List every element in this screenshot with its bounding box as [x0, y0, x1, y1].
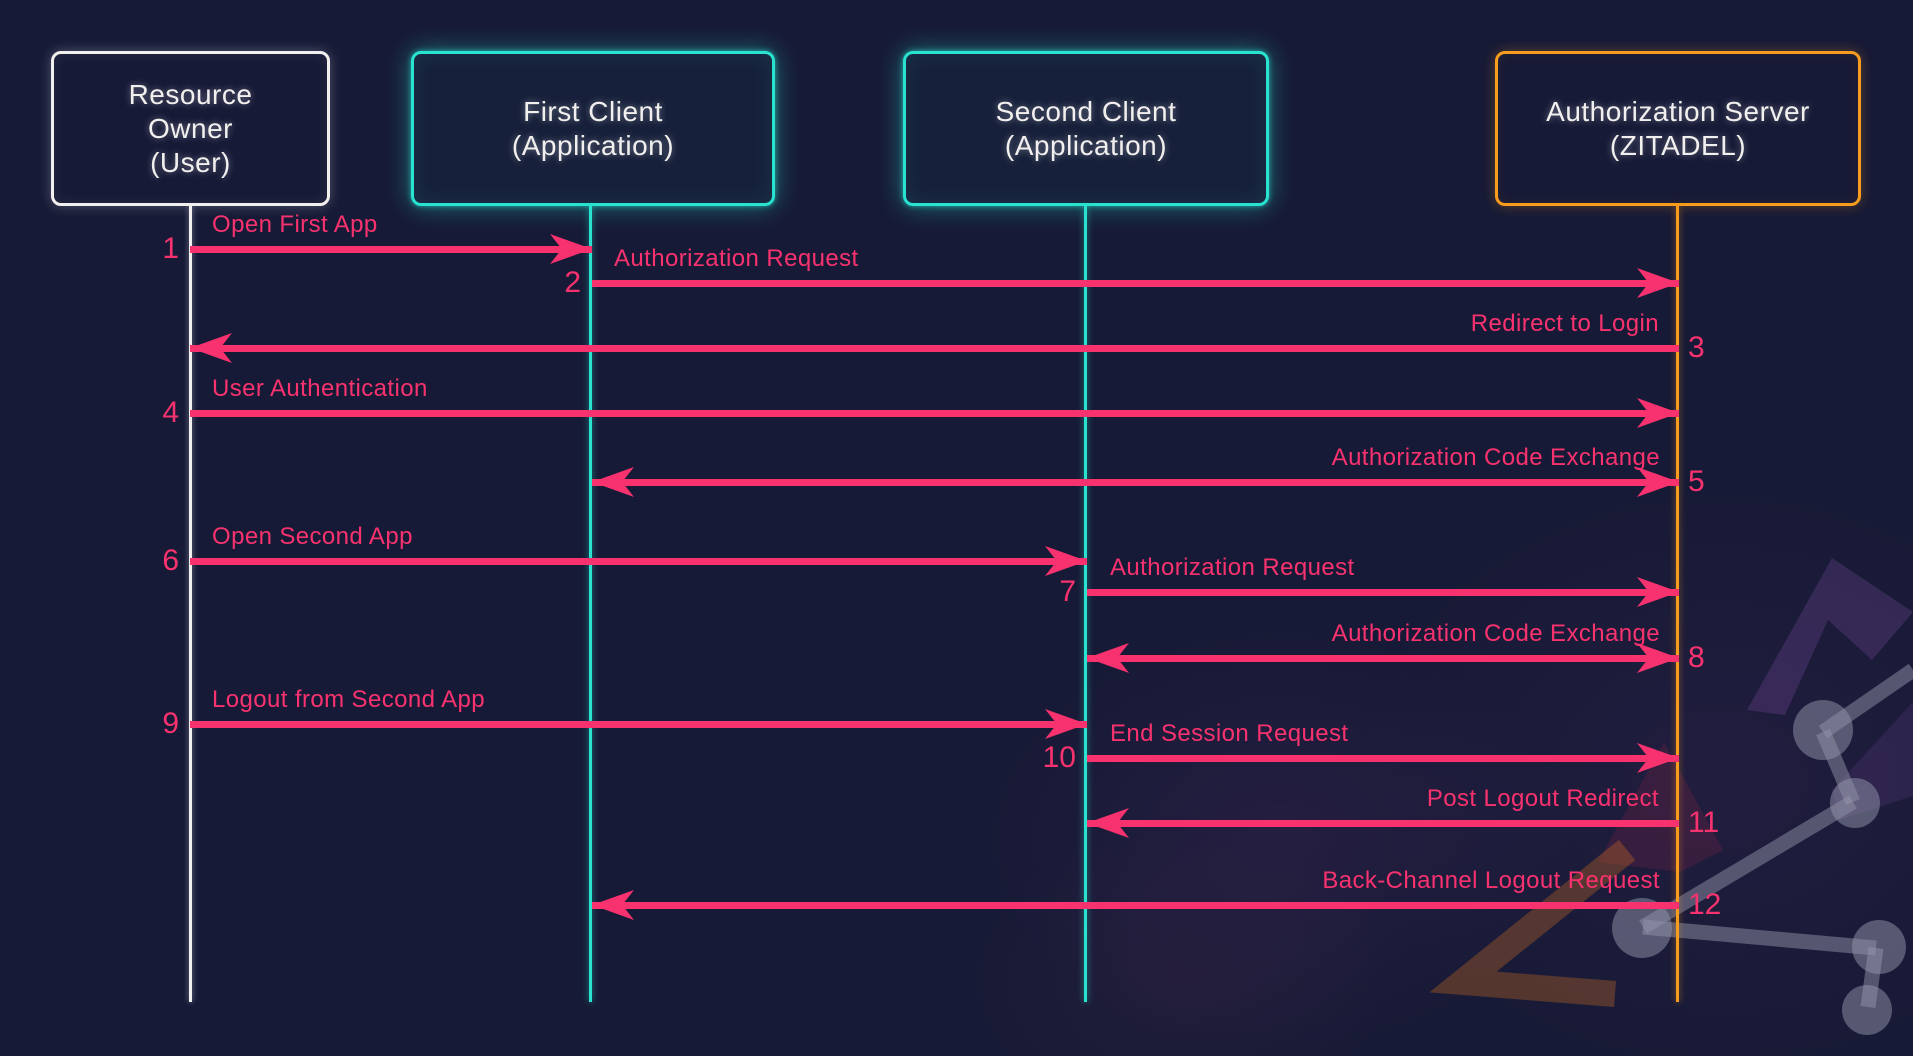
message-number: 1: [162, 232, 179, 265]
message-label: End Session Request: [1110, 720, 1349, 747]
message-label: Logout from Second App: [212, 686, 485, 713]
message-arrow: [1087, 589, 1679, 596]
message-arrow: [592, 902, 1679, 909]
message-label: Redirect to Login: [1470, 310, 1659, 337]
message-label: Open Second App: [212, 523, 413, 550]
actor-resource-owner: Resource Owner (User): [51, 51, 330, 206]
message-arrow: [1087, 820, 1679, 827]
message-label: Authorization Code Exchange: [1331, 444, 1660, 471]
actor-second-client: Second Client (Application): [903, 51, 1269, 206]
message-number: 11: [1688, 806, 1720, 839]
message-arrow: [1087, 755, 1679, 762]
message-number: 6: [162, 544, 179, 577]
message-number: 3: [1688, 331, 1705, 364]
message-label: Authorization Request: [1110, 554, 1355, 581]
message-label: Open First App: [212, 211, 378, 238]
message-label: Post Logout Redirect: [1426, 785, 1659, 812]
message-number: 2: [564, 266, 581, 299]
message-arrow: [190, 721, 1087, 728]
message-number: 10: [1042, 741, 1076, 774]
message-label: Back-Channel Logout Request: [1322, 867, 1660, 894]
message-arrow: [190, 345, 1679, 352]
message-number: 12: [1688, 888, 1722, 921]
lifeline-authorization-server: [1676, 206, 1679, 1002]
message-arrow: [1087, 655, 1679, 662]
message-arrow: [190, 246, 592, 253]
message-arrow: [190, 558, 1087, 565]
message-number: 9: [162, 707, 179, 740]
message-number: 5: [1688, 465, 1705, 498]
message-arrow: [592, 280, 1679, 287]
message-number: 8: [1688, 641, 1705, 674]
lifeline-second-client: [1084, 206, 1087, 1002]
actor-first-client: First Client (Application): [411, 51, 775, 206]
lifeline-first-client: [589, 206, 592, 1002]
message-label: Authorization Request: [614, 245, 859, 272]
message-arrow: [592, 479, 1679, 486]
message-number: 4: [162, 396, 179, 429]
lifeline-resource-owner: [189, 206, 192, 1002]
message-arrow: [190, 410, 1679, 417]
message-label: Authorization Code Exchange: [1331, 620, 1660, 647]
actor-authorization-server: Authorization Server (ZITADEL): [1495, 51, 1861, 206]
message-label: User Authentication: [212, 375, 428, 402]
message-number: 7: [1059, 575, 1076, 608]
